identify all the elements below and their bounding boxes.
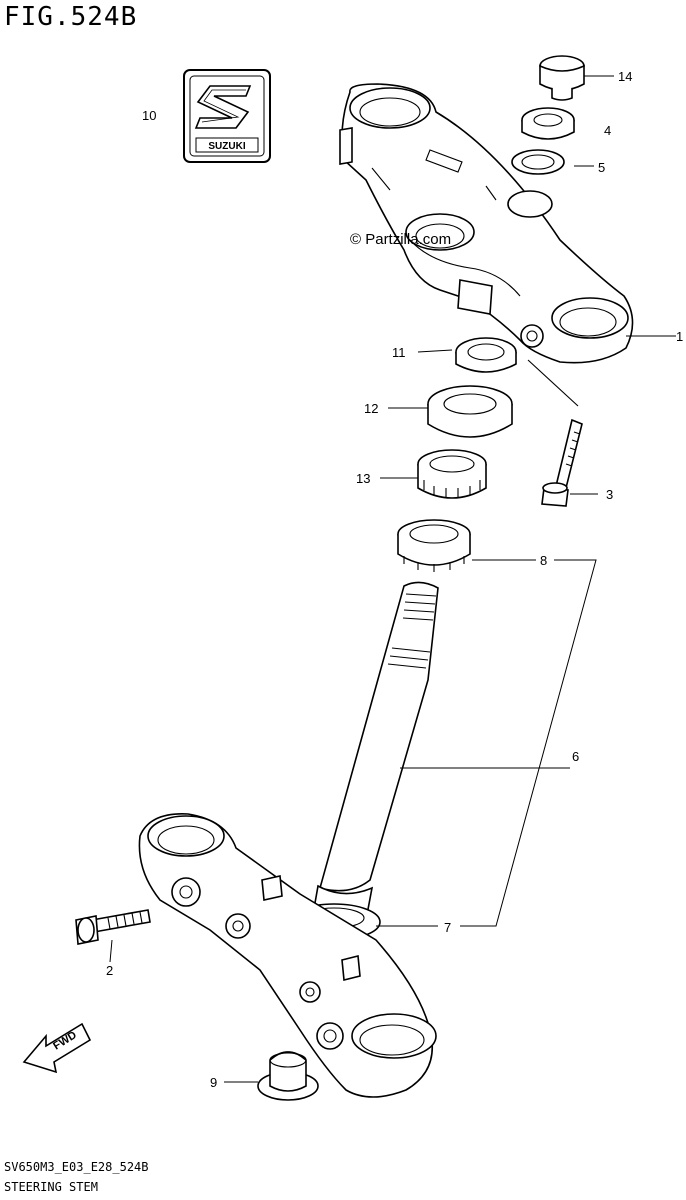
callout-10: 10 — [142, 108, 156, 123]
washer-5 — [511, 149, 565, 175]
nut-14 — [539, 55, 585, 101]
suzuki-logo: SUZUKI — [183, 69, 271, 163]
fwd-arrow: FWD — [22, 1022, 92, 1074]
bolt-3 — [527, 359, 583, 507]
cap-9 — [257, 1051, 319, 1101]
upper-bracket — [339, 83, 634, 364]
leader-lines — [109, 75, 676, 1083]
washer-4 — [521, 107, 575, 140]
bearing-8 — [397, 519, 471, 572]
callout-4: 4 — [604, 123, 611, 138]
callout-9: 9 — [210, 1075, 217, 1090]
figure-title: FIG.524B — [4, 2, 138, 32]
callout-5: 5 — [598, 160, 605, 175]
bolt-2 — [75, 909, 151, 945]
callout-12: 12 — [364, 401, 378, 416]
callout-3: 3 — [606, 487, 613, 502]
callout-7: 7 — [444, 920, 451, 935]
watermark-text: © Partzilla.com — [350, 231, 451, 248]
callout-2: 2 — [106, 963, 113, 978]
logo-brand-text: SUZUKI — [208, 141, 245, 152]
callout-1: 1 — [676, 329, 683, 344]
lower-bracket — [138, 813, 437, 1098]
seal-12 — [427, 385, 513, 438]
nut-11 — [455, 337, 517, 373]
callout-14: 14 — [618, 69, 632, 84]
callout-11: 11 — [392, 345, 406, 360]
bearing-13 — [417, 449, 487, 499]
callout-13: 13 — [356, 471, 370, 486]
footer-name: STEERING STEM — [4, 1180, 98, 1194]
footer-code: SV650M3_E03_E28_524B — [4, 1160, 149, 1174]
steering-stem-6 — [287, 581, 439, 941]
callout-8: 8 — [540, 553, 547, 568]
callout-6: 6 — [572, 749, 579, 764]
